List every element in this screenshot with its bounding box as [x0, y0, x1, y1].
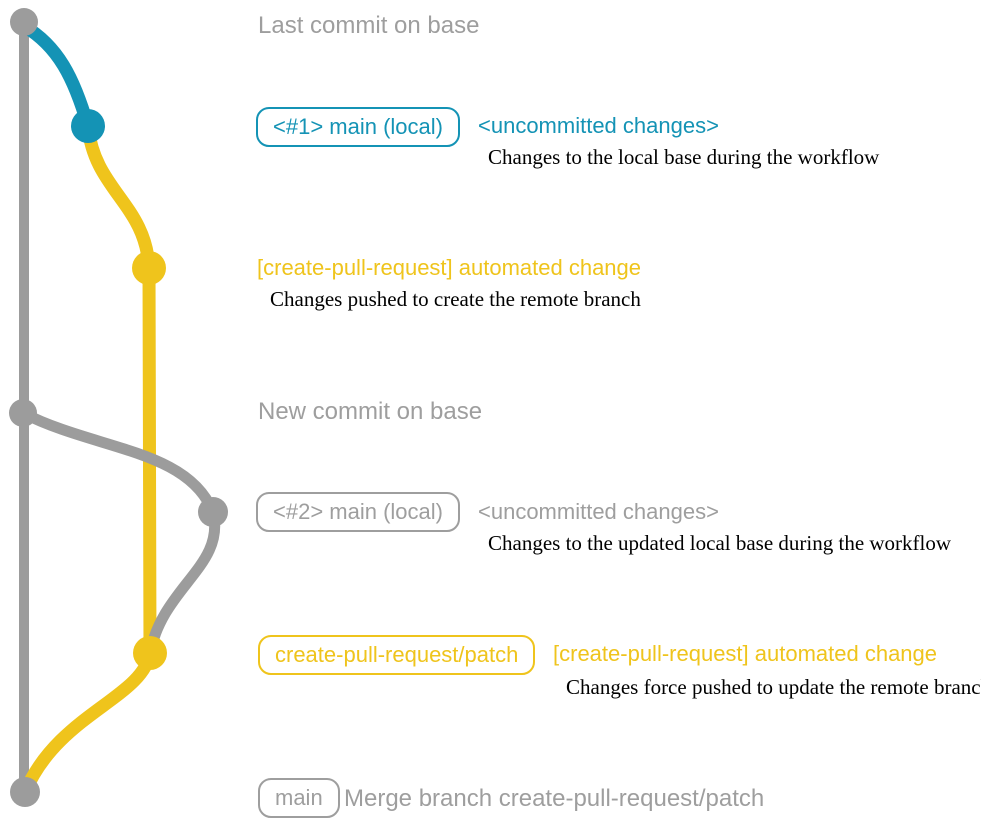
- automated-change-desc-1: Changes pushed to create the remote bran…: [270, 287, 641, 311]
- commit-dot-automated-1: [132, 251, 166, 285]
- branch-badge-main: main: [258, 778, 340, 818]
- new-commit-label: New commit on base: [258, 398, 483, 425]
- commit-dot-merge: [10, 777, 40, 807]
- automated-change-desc-2: Changes force pushed to update the remot…: [566, 675, 981, 699]
- branch-badge-main-local-2: <#2> main (local): [256, 492, 460, 532]
- merge-commit-label: Merge branch create-pull-request/patch: [344, 785, 765, 812]
- commit-dot-local-main-1: [71, 109, 105, 143]
- last-commit-label: Last commit on base: [258, 12, 480, 39]
- merge-into-base-line: [18, 646, 157, 799]
- updated-local-main-branch-line: [17, 407, 221, 659]
- branch-badge-main-local-1: <#1> main (local): [256, 107, 460, 147]
- uncommitted-changes-label-2: <uncommitted changes>: [478, 499, 719, 524]
- automated-change-label-2: [create-pull-request] automated change: [553, 641, 938, 666]
- local-main-branch-line: [17, 19, 95, 133]
- uncommitted-changes-desc-1: Changes to the local base during the wor…: [488, 145, 880, 169]
- branch-badge-create-pull-request-patch: create-pull-request/patch: [258, 635, 536, 675]
- commit-dot-automated-2: [133, 636, 167, 670]
- remote-branch-create-line: [81, 119, 156, 275]
- commit-dot-local-main-2: [198, 497, 228, 527]
- automated-change-label-1: [create-pull-request] automated change: [257, 255, 642, 280]
- uncommitted-changes-desc-2: Changes to the updated local base during…: [488, 531, 952, 555]
- commit-dot-last-base: [10, 8, 38, 36]
- uncommitted-changes-label-1: <uncommitted changes>: [478, 113, 719, 138]
- commit-dot-new-base: [9, 399, 37, 427]
